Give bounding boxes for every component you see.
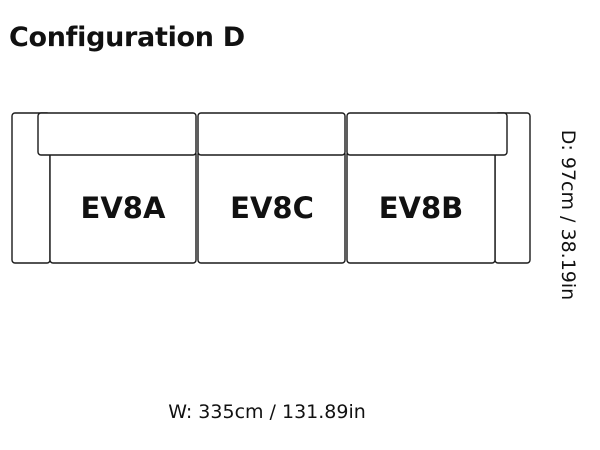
backrest-ev8a [37, 112, 197, 156]
backrest-ev8c [197, 112, 346, 156]
module-label-ev8b: EV8B [379, 191, 464, 225]
depth-dimension: D: 97cm / 38.19in [557, 129, 579, 301]
width-dimension: W: 335cm / 131.89in [168, 401, 366, 423]
module-label-ev8a: EV8A [81, 191, 166, 225]
module-label-ev8c: EV8C [230, 191, 314, 225]
configuration-title: Configuration D [9, 22, 245, 53]
backrest-ev8b [346, 112, 508, 156]
